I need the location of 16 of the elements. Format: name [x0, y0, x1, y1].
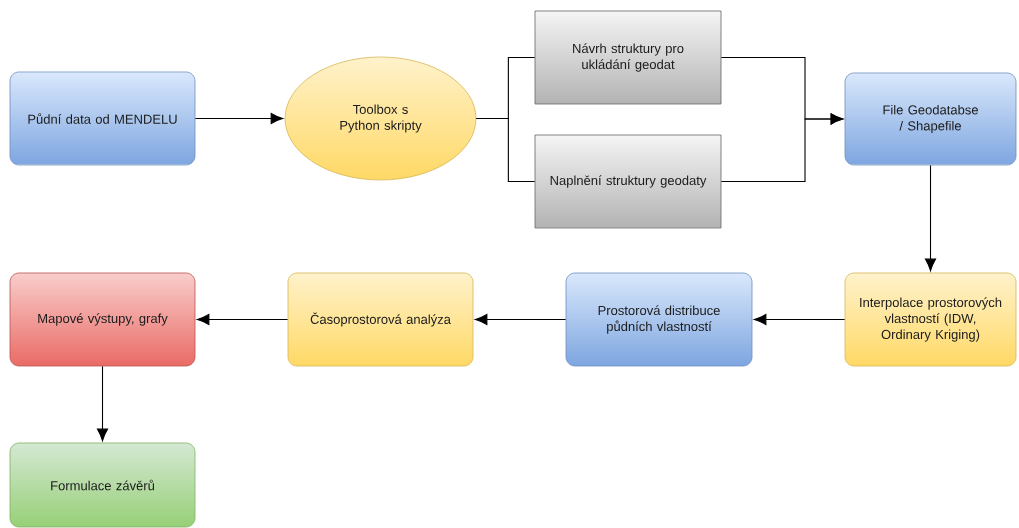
arrow: [474, 313, 567, 326]
process-box: Interpolace prostorových vlastností (IDW, Ordinary Kriging): [844, 272, 1017, 367]
process-box: Návrh struktury pro ukládání geodat: [534, 10, 722, 105]
process-box: File Geodatabse / Shapefile: [844, 72, 1017, 166]
process-box: Formulace závěrů: [9, 442, 196, 528]
arrow: [194, 113, 284, 124]
process-box: Půdní data od MENDELU: [9, 71, 196, 166]
arrow: [720, 113, 844, 183]
process-box: Prostorová distribuce půdních vlastností: [565, 272, 753, 367]
process-box: Mapové výstupy, grafy: [9, 272, 196, 367]
arrow: [196, 313, 289, 326]
process-box: Naplnění struktury geodaty: [534, 134, 722, 229]
arrow: [925, 164, 937, 272]
process-box: Časoprostorová analýza: [287, 272, 474, 367]
arrow: [97, 365, 109, 442]
arrow: [753, 313, 846, 326]
